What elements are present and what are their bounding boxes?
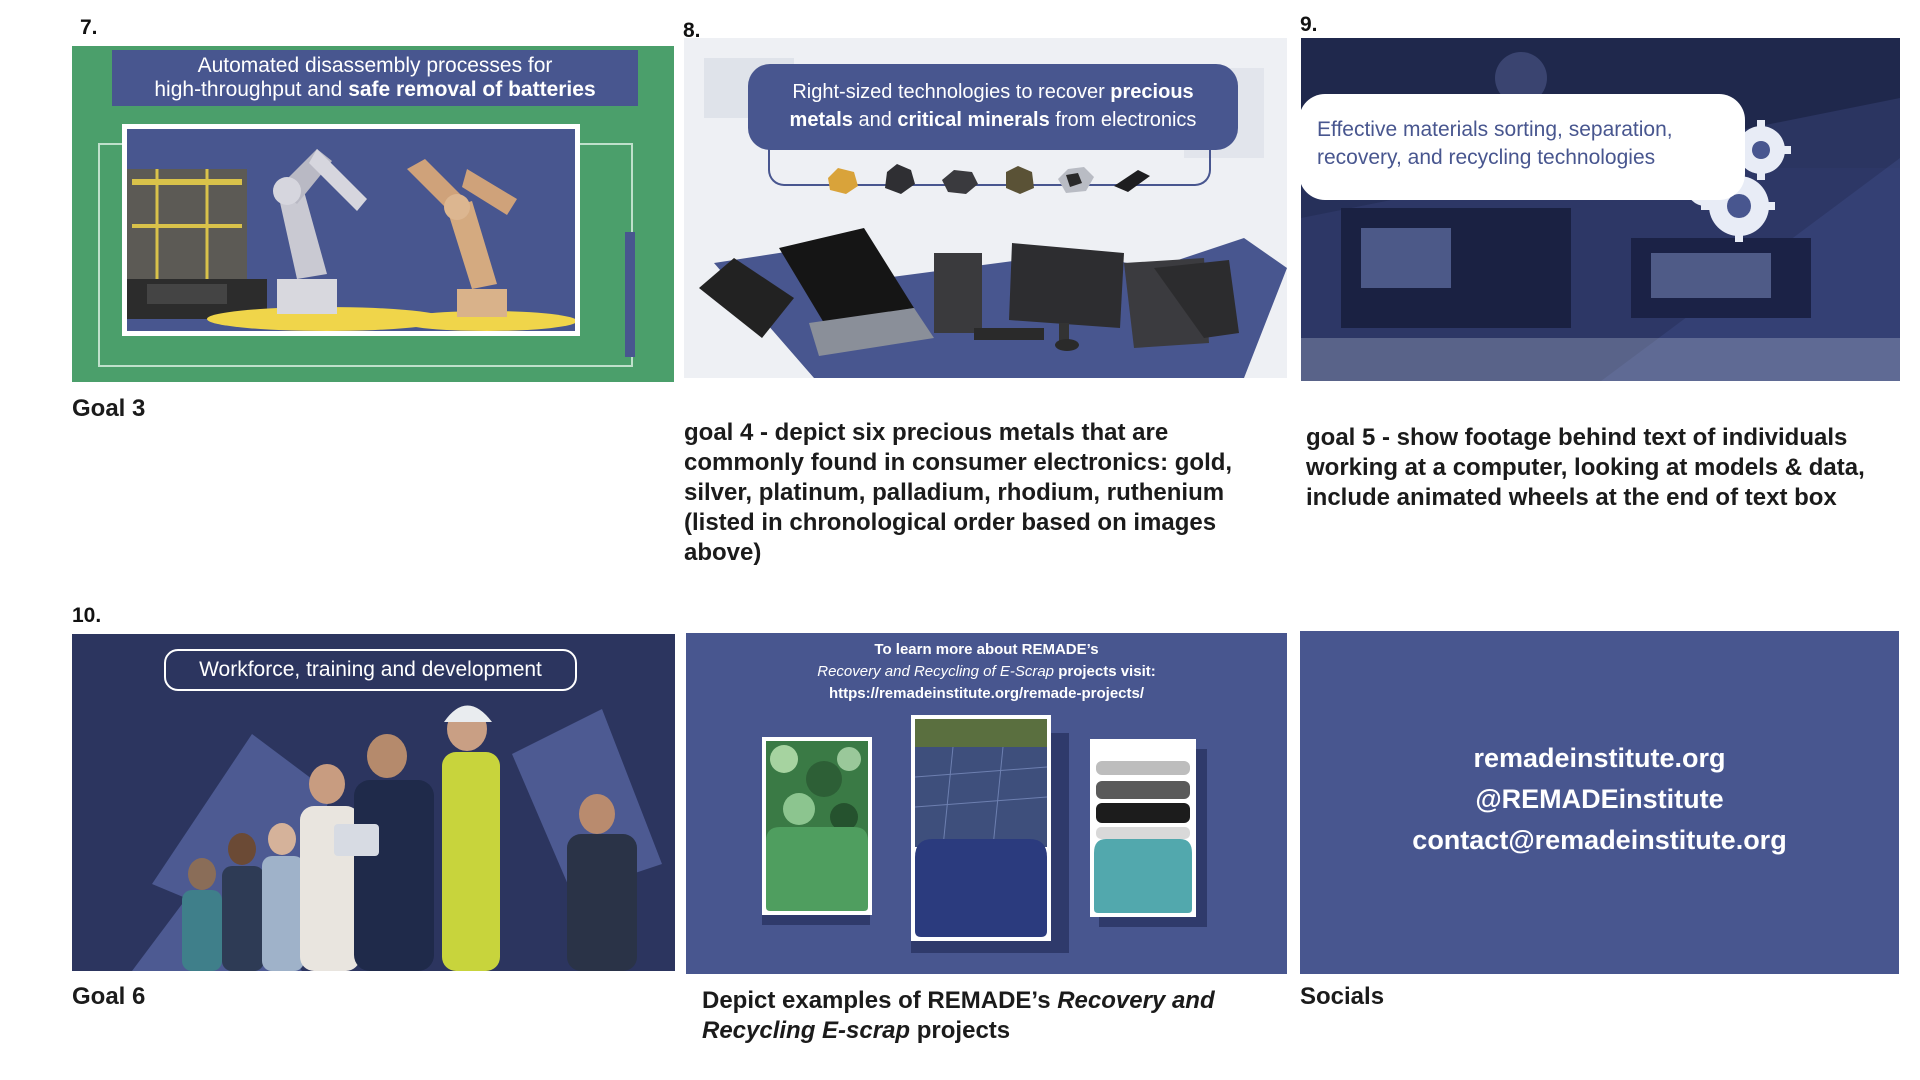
slide-10-caption: Goal 6 [72,983,146,1010]
heading-line-2: Recovery and Recycling of E-Scrap projec… [817,663,1156,680]
lab-workers-image [1301,38,1900,381]
banner-line-1: Automated disassembly processes for [197,54,553,77]
bubble-line-2: recovery, and recycling technologies [1317,146,1656,169]
decorative-sidebar [625,232,635,357]
slide-7-banner: Automated disassembly processes for high… [112,50,638,106]
gold-nugget-icon [828,168,858,194]
slide-11-frame: To learn more about REMADE’s Recovery an… [686,633,1287,974]
slide-11-heading: To learn more about REMADE’s Recovery an… [686,639,1287,705]
slide-number-10: 10. [72,604,102,627]
project-card-3[interactable] [1090,739,1196,917]
slide-9-frame: Effective materials sorting, separation,… [1301,38,1900,381]
robot-arms-image [122,124,580,336]
slide-7-frame: Automated disassembly processes for high… [72,46,674,382]
slide-11-caption: Depict examples of REMADE’s Recovery and… [702,987,1215,1044]
rhodium-nugget-icon [1058,167,1094,193]
slide-number-9: 9. [1300,13,1318,36]
website-link[interactable]: remadeinstitute.org [1473,743,1726,773]
slide-12-caption: Socials [1300,983,1385,1010]
heading-line-1: To learn more about REMADE’s [874,641,1099,658]
social-handle[interactable]: @REMADEinstitute [1475,784,1724,814]
silver-nugget-icon [885,164,915,194]
contact-email[interactable]: contact@remadeinstitute.org [1412,825,1787,855]
socials-block: remadeinstitute.org @REMADEinstitute con… [1300,738,1899,861]
palladium-nugget-icon [1006,166,1034,194]
project-card-2[interactable] [911,715,1051,941]
projects-link[interactable]: https://remadeinstitute.org/remade-proje… [828,685,1145,702]
slide-8-frame: Right-sized technologies to recover prec… [684,38,1287,378]
slide-9-bubble: Effective materials sorting, separation,… [1301,94,1745,200]
slide-number-8: 8. [683,19,701,42]
slide-number-7: 7. [80,16,98,39]
metals-tray [768,138,1211,186]
slide-12-frame: remadeinstitute.org @REMADEinstitute con… [1300,631,1899,974]
bubble-line-2: metals and critical minerals from electr… [789,109,1197,131]
slide-7-caption: Goal 3 [72,395,146,422]
banner-line-2: high-throughput and safe removal of batt… [154,78,596,101]
bubble-line-1: Effective materials sorting, separation, [1317,118,1673,141]
slide-9-caption: goal 5 - show footage behind text of ind… [1306,424,1865,511]
ruthenium-nugget-icon [1114,170,1150,192]
slide-10-pill: Workforce, training and development [164,649,577,691]
platinum-nugget-icon [942,170,978,194]
bubble-line-1: Right-sized technologies to recover prec… [792,81,1194,103]
slide-10-frame: Workforce, training and development [72,634,675,971]
project-card-1[interactable] [762,737,872,915]
slide-8-bubble: Right-sized technologies to recover prec… [748,64,1238,150]
slide-8-caption: goal 4 - depict six precious metals that… [684,419,1233,566]
